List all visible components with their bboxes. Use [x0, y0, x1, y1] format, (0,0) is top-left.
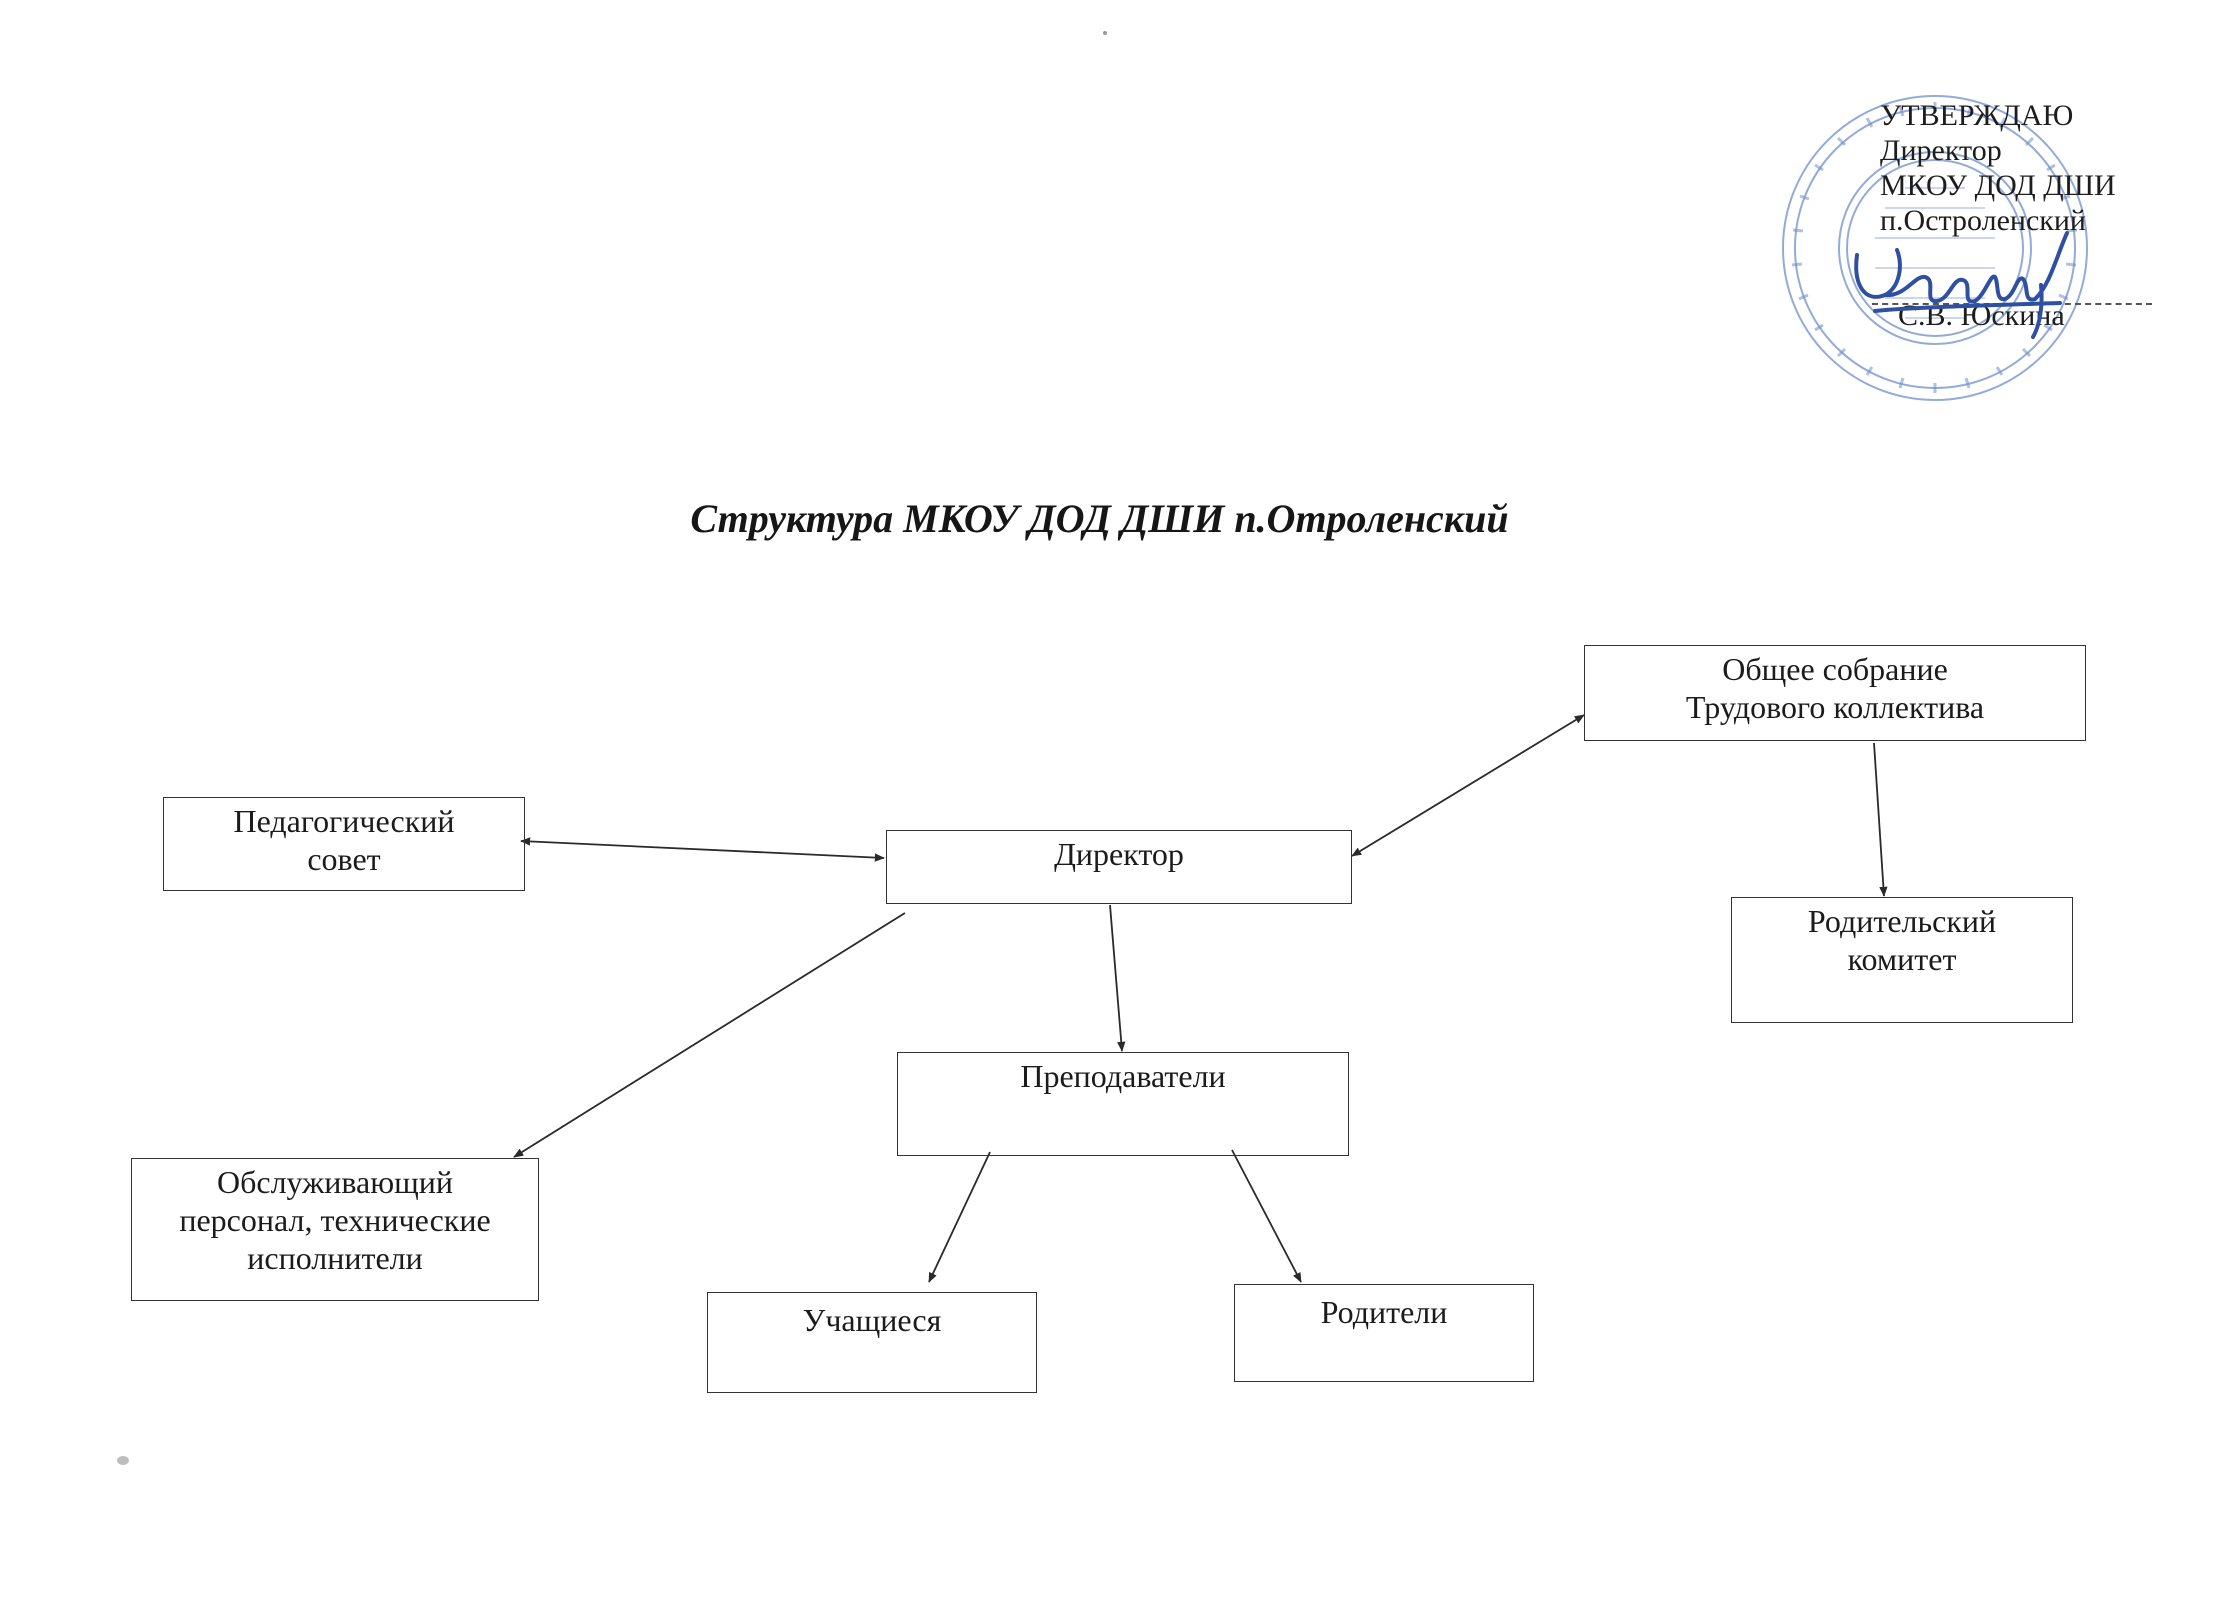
node-uchashchiesya: Учащиеся [707, 1292, 1037, 1393]
node-prepodavateli: Преподаватели [897, 1052, 1349, 1156]
node-label: Общее собрание [1722, 651, 1948, 687]
node-label: Директор [1054, 836, 1184, 872]
approval-block: УТВЕРЖДАЮ Директор МКОУ ДОД ДШИ п.Острол… [1880, 98, 2180, 333]
approval-line: Директор [1880, 134, 2002, 167]
edge-direktor-obshchee-sobranie [1351, 714, 1585, 857]
node-label: Трудового коллектива [1685, 689, 1985, 725]
diagram-title: Структура МКОУ ДОД ДШИ п.Отроленский [0, 495, 2239, 542]
node-label: Родители [1320, 1294, 1448, 1330]
edge-obshchee-sobranie-roditelsky-komitet [1873, 742, 1888, 897]
node-obsluzhivayushchiy: Обслуживающий персонал, технические испо… [131, 1158, 539, 1301]
node-label: Обслуживающий [216, 1164, 454, 1200]
node-label: Преподаватели [1020, 1058, 1226, 1094]
node-roditeli: Родители [1234, 1284, 1534, 1382]
official-stamp [1782, 95, 2088, 401]
approval-line: п.Остроленский [1880, 204, 2086, 237]
node-label: Педагогический [233, 803, 455, 839]
node-label: Родительский [1807, 903, 1997, 939]
edge-prepodavateli-roditeli [1231, 1149, 1302, 1283]
node-roditelsky-komitet: Родительский комитет [1731, 897, 2073, 1023]
edge-prepodavateli-uchashchiesya [928, 1151, 991, 1283]
edge-direktor-prepodavateli [1109, 904, 1126, 1052]
node-obshchee-sobranie: Общее собрание Трудового коллектива [1584, 645, 2086, 741]
node-pedsovet: Педагогический совет [163, 797, 525, 891]
scan-speck [1103, 31, 1107, 35]
edge-direktor-obsluzhivayushchiy [513, 912, 906, 1158]
diagram-title-text: Структура МКОУ ДОД ДШИ п.Отроленский [690, 496, 1509, 541]
node-label: исполнители [247, 1240, 423, 1276]
edge-pedsovet-direktor [520, 837, 885, 862]
node-label: Учащиеся [802, 1302, 942, 1338]
approval-line: УТВЕРЖДАЮ [1880, 99, 2074, 132]
node-label: совет [307, 841, 381, 877]
node-label: персонал, технические [179, 1202, 491, 1238]
scan-speck [117, 1456, 129, 1465]
handwritten-signature [1854, 231, 2069, 339]
approval-line: МКОУ ДОД ДШИ [1880, 169, 2116, 202]
node-label: комитет [1847, 941, 1957, 977]
node-direktor: Директор [886, 830, 1352, 904]
